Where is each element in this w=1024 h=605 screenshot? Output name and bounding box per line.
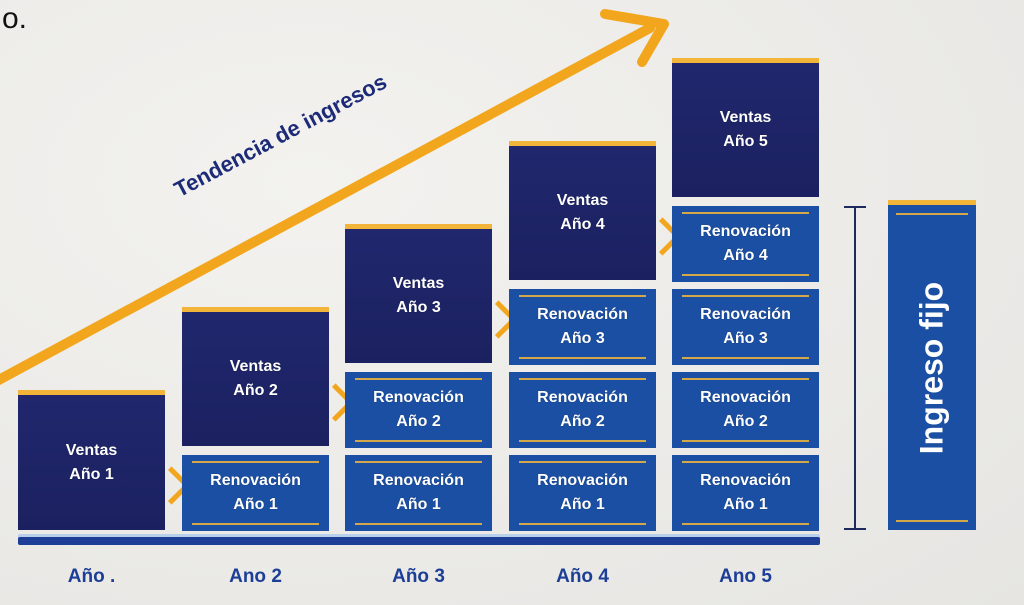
sales-year: Año 4 bbox=[560, 216, 605, 233]
renewal-title: Renovación bbox=[210, 472, 301, 489]
renewal-title: Renovación bbox=[373, 389, 464, 406]
renewal-year: Año 4 bbox=[723, 247, 768, 264]
renewal-year: Año 2 bbox=[723, 413, 768, 430]
renewal-title: Renovación bbox=[537, 306, 628, 323]
year-label: Ano 5 bbox=[719, 566, 772, 587]
sales-year: Año 1 bbox=[69, 465, 114, 483]
renewal-title: Renovación bbox=[537, 472, 628, 489]
year-label: Año 3 bbox=[392, 566, 445, 587]
sales-title: Ventas bbox=[556, 192, 609, 209]
corner-text: o. bbox=[2, 2, 28, 35]
sales-title: Ventas bbox=[65, 441, 118, 459]
renewal-year: Año 2 bbox=[396, 413, 441, 430]
renewal-title: Renovación bbox=[537, 389, 628, 406]
renewal-year: Año 2 bbox=[560, 413, 605, 430]
renewal-year: Año 3 bbox=[723, 330, 768, 347]
year-label: Año . bbox=[67, 566, 116, 587]
sales-year: Año 2 bbox=[233, 382, 278, 399]
renewal-title: Renovación bbox=[700, 472, 791, 489]
fixed-income-block: Ingreso fijo bbox=[888, 200, 976, 530]
sales-year: Año 3 bbox=[396, 299, 441, 316]
renewal-year: Año 1 bbox=[233, 496, 278, 513]
renewal-title: Renovación bbox=[700, 306, 791, 323]
renewal-year: Año 1 bbox=[723, 496, 768, 513]
renewal-year: Año 1 bbox=[560, 496, 605, 513]
sales-title: Ventas bbox=[719, 109, 772, 126]
renewal-title: Renovación bbox=[700, 223, 791, 240]
renewal-title: Renovación bbox=[373, 472, 464, 489]
bracket-icon bbox=[844, 206, 866, 530]
sales-title: Ventas bbox=[392, 275, 445, 292]
renewal-year: Año 1 bbox=[396, 496, 441, 513]
baseline-bar bbox=[18, 537, 820, 545]
renewal-title: Renovación bbox=[700, 389, 791, 406]
renewal-year: Año 3 bbox=[560, 330, 605, 347]
year-label: Año 4 bbox=[556, 566, 609, 587]
fixed-income-label: Ingreso fijo bbox=[913, 281, 950, 454]
year-label: Ano 2 bbox=[229, 566, 282, 587]
sales-title: Ventas bbox=[229, 358, 282, 375]
sales-year: Año 5 bbox=[723, 133, 768, 150]
